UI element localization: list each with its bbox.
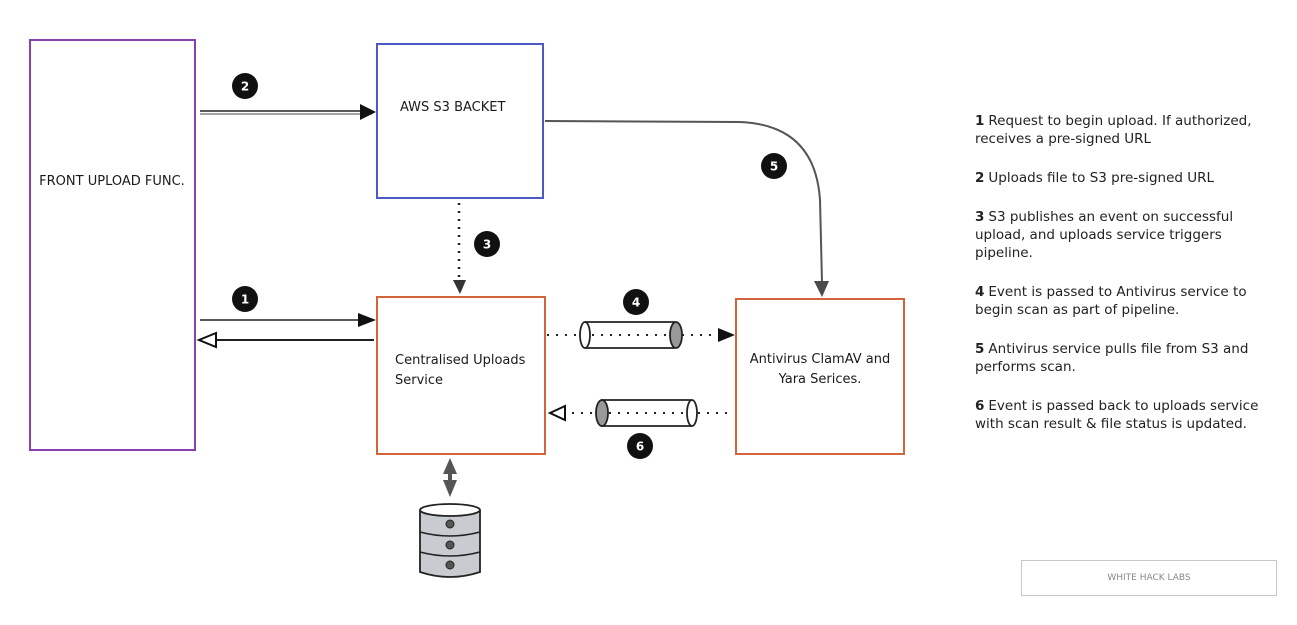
arrowhead-icon	[814, 281, 829, 297]
step-badge-1: 1	[232, 286, 258, 312]
svg-text:5: 5	[770, 160, 778, 174]
svg-text:6: 6	[636, 440, 644, 454]
arrowhead-icon	[358, 313, 376, 327]
step-badge-4: 4	[623, 289, 649, 315]
arrow-s3-event	[453, 203, 466, 294]
front-upload-label: FRONT UPLOAD FUNC.	[39, 174, 185, 189]
antivirus-label-line2: Yara Serices.	[778, 372, 862, 387]
database-icon	[419, 503, 481, 578]
arrow-db-bidirectional	[443, 458, 457, 497]
uploads-service-label-line1: Centralised Uploads	[395, 353, 526, 368]
front-upload-node: FRONT UPLOAD FUNC.	[29, 39, 196, 451]
arrow-event-to-antivirus	[547, 321, 735, 349]
arrowhead-icon	[453, 280, 466, 294]
arrow-request-upload	[200, 313, 376, 327]
arrow-presigned-url-response	[196, 331, 374, 349]
arrowhead-icon	[196, 331, 217, 349]
antivirus-label-line1: Antivirus ClamAV and	[750, 352, 891, 367]
queue-pipe-icon	[595, 399, 698, 427]
s3-bucket-node: AWS S3 BACKET	[376, 43, 544, 199]
step-badge-3: 3	[474, 231, 500, 257]
arrowhead-icon	[547, 404, 566, 422]
step-badge-5: 5	[761, 153, 787, 179]
arrowhead-icon	[360, 104, 376, 120]
queue-pipe-icon	[579, 321, 683, 349]
brand-label: WHITE HACK LABS	[1107, 573, 1191, 583]
arrow-upload-to-s3	[200, 104, 376, 120]
antivirus-service-node: Antivirus ClamAV and Yara Serices.	[735, 298, 905, 455]
svg-text:2: 2	[241, 80, 249, 94]
step-badge-6: 6	[627, 433, 653, 459]
step-badge-2: 2	[232, 73, 258, 99]
svg-text:4: 4	[632, 296, 640, 310]
arrow-scan-result-event	[547, 399, 734, 427]
svg-text:3: 3	[483, 238, 491, 252]
svg-text:1: 1	[241, 293, 249, 307]
arrowhead-icon	[718, 328, 735, 342]
s3-bucket-label: AWS S3 BACKET	[400, 100, 505, 115]
uploads-service-node: Centralised Uploads Service	[376, 296, 546, 455]
brand-footer: WHITE HACK LABS	[1021, 560, 1277, 596]
arrow-pull-file	[544, 120, 829, 297]
uploads-service-label-line2: Service	[395, 373, 443, 388]
